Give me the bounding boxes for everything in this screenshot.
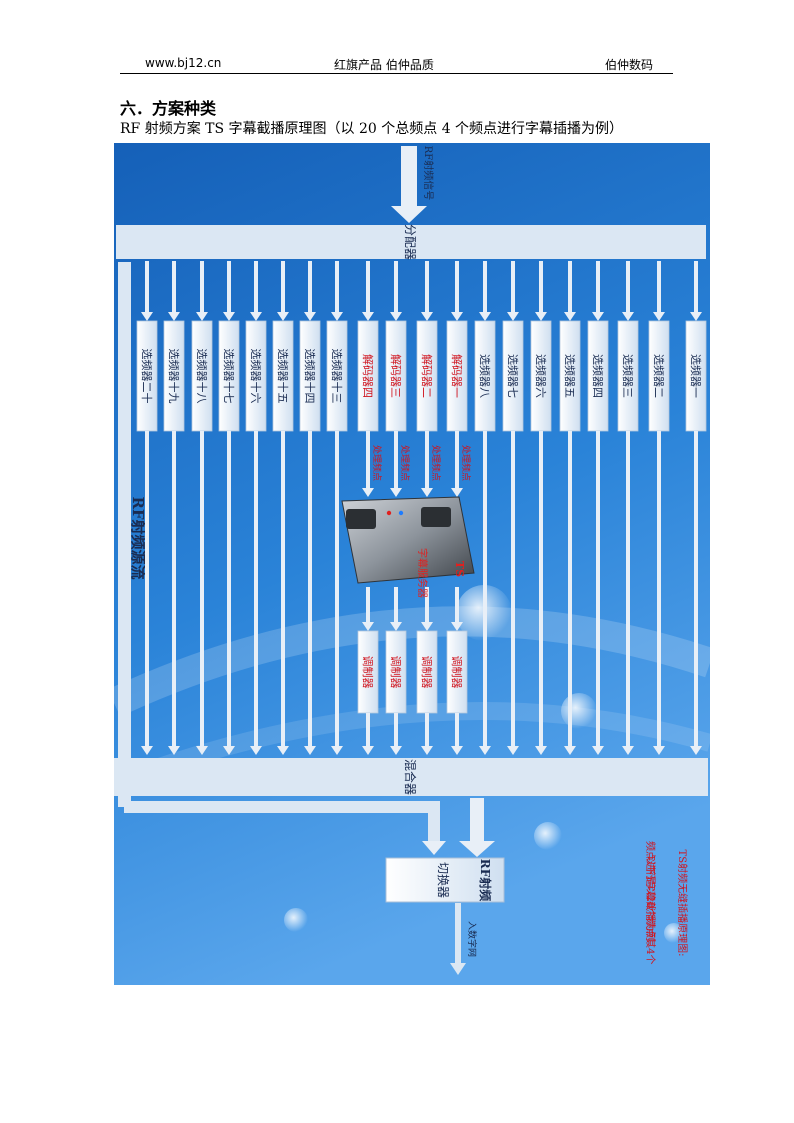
process-label: 处理频点 [371,445,383,481]
note-title: TS射频无缝插播原理图: [676,850,689,957]
selector-label: 选频器十六 [249,349,263,404]
section-title: 六．方案种类 [120,95,216,119]
modulator-label: 调制器 [389,656,402,689]
process-label: 处理频点 [460,445,472,481]
decor-bubble [284,908,308,932]
decoder-label: 解码器二 [420,354,434,398]
selector-label: 选频器八 [478,354,492,398]
selector-label: 选频器十三 [330,349,344,404]
decoder-label: 解码器四 [361,354,375,398]
header-website: www.bj12.cn [145,56,221,70]
decor-bubble [534,822,562,850]
selector-label: 选频器十四 [303,349,317,404]
splitter-label: 分配器 [403,224,417,260]
note-body-text: 以下是以20个频点其4个频点进行字幕截播为例。 [644,841,657,965]
process-label: 处理频点 [430,445,442,481]
selector-label: 选频器十九 [167,349,181,404]
selector-label: 选频器十五 [276,349,290,404]
rf-source-label: RF射频源流 [129,496,147,579]
digital-out-stem [455,903,461,965]
selector-label: 选频器三 [621,354,635,398]
selector-label: 选频器二十 [140,349,154,404]
rf-switch-main: RF射频 [478,859,493,902]
selector-label: 选频器四 [591,354,605,398]
power-led-icon [387,511,391,515]
selector-label: 选频器十八 [195,349,209,404]
selector-label: 选频器七 [506,354,520,398]
digital-out-label: 入数字网 [466,921,478,957]
rf-ts-diagram: RF射频信号 分配器 RF射频源流 选频器二十选频器十九选频器十八选频器十七选频… [114,143,710,985]
selector-label: 选频器十七 [222,349,236,404]
rf-switch-sub: 切换器 [436,862,450,898]
mixer-to-switch-stem [470,798,484,843]
modulator-label: 调制器 [420,656,433,689]
header-slogan: 红旗产品 伯仲品质 [334,56,434,73]
header-rule [120,73,673,74]
selector-label: 选频器五 [563,354,577,398]
decor-bubble [561,693,597,729]
diagram-caption: RF 射频方案 TS 字幕截播原理图（以 20 个总频点 4 个频点进行字幕插播… [120,118,623,138]
modulator-label: 调制器 [361,656,374,689]
header-company: 伯仲数码 [605,56,653,73]
note-body: 以下是以20个频点其4个频点进行字幕截播为例。 [644,841,657,965]
mixer-label: 混合器 [403,759,418,795]
rf-input-label: RF射频信号 [422,146,435,200]
selector-label: 选频器二 [652,354,666,398]
decoder-label: 解码器三 [389,354,403,398]
decoder-label: 解码器一 [450,354,464,398]
status-led-icon [399,511,403,515]
server-label-line2: 字幕服务器 [416,548,429,598]
server-label-line1: TS [453,561,466,577]
selector-label: 选频器六 [534,354,548,398]
process-label: 处理频点 [399,445,411,481]
modulator-label: 调制器 [450,656,463,689]
selector-label: 选频器一 [689,354,703,398]
